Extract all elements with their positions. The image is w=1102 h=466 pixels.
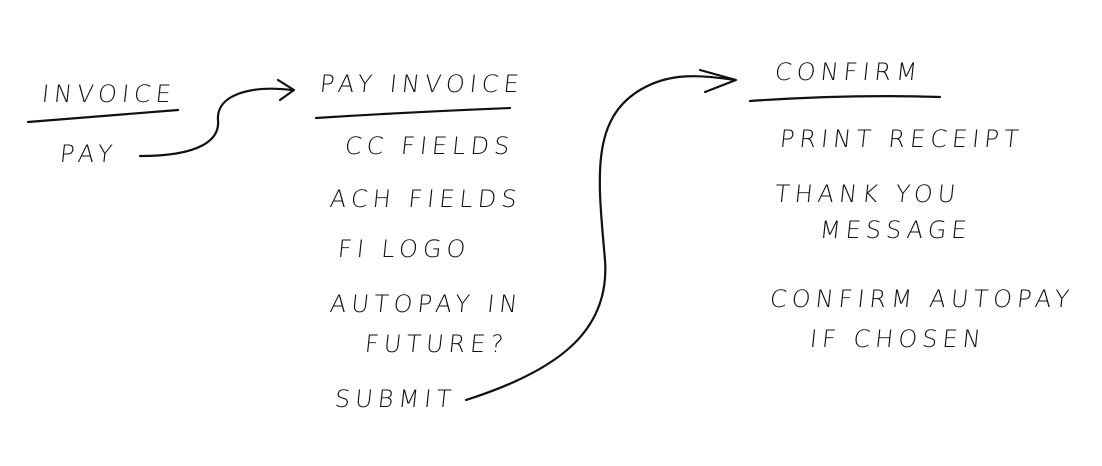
arrow-head-2 xyxy=(698,68,738,94)
confirm-underline xyxy=(748,95,942,103)
invoice-pay-item: PAY xyxy=(58,140,119,168)
autopay-item-line1: AUTOPAY IN xyxy=(328,290,524,318)
confirm-autopay-line1: CONFIRM AUTOPAY xyxy=(768,285,1076,313)
autopay-item-line2: FUTURE? xyxy=(363,330,510,358)
invoice-underline xyxy=(26,108,180,124)
confirm-title: CONFIRM xyxy=(773,58,924,86)
thank-you-item-line1: THANK YOU xyxy=(773,180,962,208)
confirm-autopay-line2: IF CHOSEN xyxy=(808,325,988,353)
print-receipt-item: PRINT RECEIPT xyxy=(778,125,1025,153)
arrow-pay-to-pay-invoice xyxy=(138,87,294,158)
thank-you-item-line2: MESSAGE xyxy=(818,216,974,244)
arrow-submit-to-confirm xyxy=(464,75,737,402)
cc-fields-item: CC FIELDS xyxy=(343,132,516,160)
pay-invoice-underline xyxy=(314,106,512,120)
fi-logo-item: FI LOGO xyxy=(336,235,472,263)
arrow-head-1 xyxy=(276,78,296,102)
pay-invoice-title: PAY INVOICE xyxy=(318,70,526,98)
submit-item: SUBMIT xyxy=(333,385,458,413)
ach-fields-item: ACH FIELDS xyxy=(328,185,524,213)
invoice-title: INVOICE xyxy=(40,80,178,108)
